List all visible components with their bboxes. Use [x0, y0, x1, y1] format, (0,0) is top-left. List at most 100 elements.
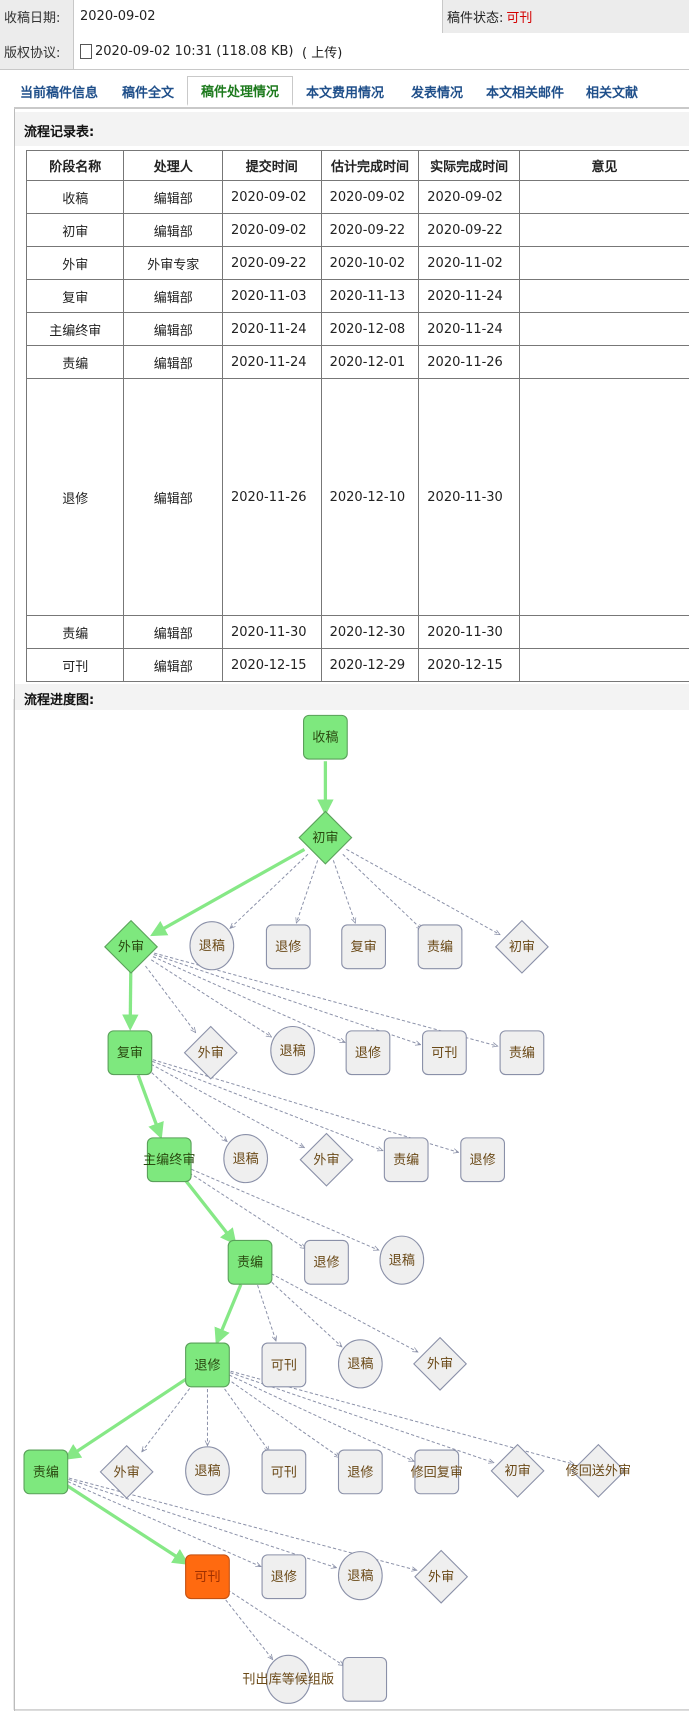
opinion-cell	[518, 615, 689, 649]
tab-full-text[interactable]: 稿件全文	[121, 86, 174, 101]
actual-cell: 2020-09-22	[418, 213, 520, 247]
col-stage: 阶段名称	[25, 150, 125, 181]
status-label: 稿件状态:	[447, 11, 504, 26]
submitted-cell: 2020-11-24	[221, 345, 322, 379]
opinion-cell	[518, 378, 689, 616]
opinion-cell	[518, 312, 689, 346]
stage-cell: 复审	[25, 279, 125, 313]
flow-node-label: 退稿	[389, 1252, 415, 1268]
flow-node-circle: 退稿	[189, 921, 235, 971]
flow-node-label: 退稿	[280, 1043, 306, 1059]
flow-node-diamond: 初审	[298, 810, 353, 865]
flow-chart-title: 流程进度图:	[24, 693, 95, 708]
tab-bar: 当前稿件信息 稿件全文 稿件处理情况 本文费用情况 发表情况 本文相关邮件 相关…	[14, 76, 689, 109]
flow-path-edge	[122, 970, 139, 1031]
flow-node-label: 退修	[271, 1569, 297, 1585]
flow-node-rect: 复审	[107, 1030, 153, 1076]
stage-cell: 退修	[25, 378, 125, 616]
copyright-file-text: 2020-09-02 10:31 (118.08 KB)	[95, 43, 294, 59]
tab-publication[interactable]: 发表情况	[410, 86, 463, 101]
actual-cell: 2020-11-26	[418, 345, 520, 379]
estimated-cell: 2020-09-22	[320, 213, 420, 247]
opinion-cell	[518, 246, 689, 280]
opinion-cell	[518, 648, 689, 682]
actual-cell: 2020-11-24	[418, 279, 520, 313]
flow-node-label: 刊出库等候组版	[242, 1671, 334, 1688]
flow-node-rect: 退修	[265, 924, 311, 970]
flow-node-label: 退稿	[347, 1568, 373, 1584]
flow-node-rect: 责编	[417, 924, 463, 970]
flow-node-label: 退修	[313, 1255, 339, 1271]
flow-node-diamond: 外审	[99, 1444, 154, 1499]
submitted-cell: 2020-11-30	[221, 615, 322, 649]
tab-fees[interactable]: 本文费用情况	[305, 86, 384, 101]
estimated-cell: 2020-12-01	[320, 345, 420, 379]
flow-option-edge	[346, 848, 500, 934]
flow-node-label: 退修	[470, 1152, 496, 1168]
submitted-cell: 2020-11-26	[221, 378, 322, 616]
received-date-value: 2020-09-02	[80, 9, 156, 24]
estimated-cell: 2020-10-02	[320, 246, 420, 280]
flow-option-edge	[221, 1384, 269, 1451]
flow-option-edge	[67, 1481, 261, 1568]
estimated-cell: 2020-09-02	[320, 180, 420, 214]
handler-cell: 编辑部	[123, 615, 223, 649]
copyright-file-link[interactable]: 2020-09-02 10:31 (118.08 KB)	[80, 33, 294, 69]
flow-node-rect: 收稿	[303, 714, 348, 760]
stage-cell: 外审	[25, 246, 125, 280]
received-date-label: 收稿日期:	[0, 0, 74, 33]
flow-node-label: 可刊	[271, 1357, 297, 1373]
flow-node-label: 外审	[198, 1045, 224, 1061]
flow-option-edge	[332, 860, 355, 923]
tab-emails[interactable]: 本文相关邮件	[485, 86, 564, 101]
flow-option-edge	[227, 1589, 344, 1666]
flow-option-edge	[229, 1374, 414, 1462]
flow-node-label: 责编	[33, 1464, 59, 1480]
flow-node-diamond: 初审	[494, 919, 549, 974]
flow-node-label: 可刊	[431, 1045, 457, 1061]
submitted-cell: 2020-09-02	[221, 180, 322, 214]
tab-processing[interactable]: 稿件处理情况	[187, 76, 293, 106]
status-value: 可刊	[506, 11, 533, 26]
handler-cell: 编辑部	[123, 345, 223, 379]
flow-node-rect: 退修	[337, 1449, 383, 1495]
upload-link[interactable]: ( 上传)	[302, 45, 343, 61]
flow-node-label: 可刊	[271, 1464, 297, 1480]
handler-cell: 编辑部	[123, 213, 223, 247]
flow-node-label: 退修	[347, 1464, 373, 1480]
flow-node-label: 收稿	[312, 730, 338, 746]
actual-cell: 2020-11-24	[418, 312, 520, 346]
estimated-cell: 2020-12-29	[320, 648, 420, 682]
flow-option-edge	[145, 965, 195, 1033]
flow-node-rect: 退修	[460, 1137, 506, 1183]
flow-node-diamond: 修回送外审	[566, 1443, 631, 1498]
flow-node-rect: 可刊	[422, 1030, 467, 1076]
flow-node-label: 外审	[427, 1356, 453, 1372]
flow-node-circle: 退稿	[337, 1339, 383, 1389]
flow-node-circle: 退稿	[270, 1025, 316, 1076]
estimated-cell: 2020-12-08	[320, 312, 420, 346]
flow-node-label: 复审	[117, 1045, 143, 1061]
flow-path-edge	[150, 847, 306, 937]
file-icon	[80, 43, 92, 59]
col-submitted: 提交时间	[221, 150, 322, 181]
flow-node-label: 退修	[275, 939, 301, 955]
stage-cell: 收稿	[25, 180, 125, 214]
tab-references[interactable]: 相关文献	[585, 86, 638, 101]
flow-option-edge	[147, 1068, 227, 1142]
flow-option-edge	[296, 860, 319, 923]
flow-node-circle: 刊出库等候组版	[242, 1654, 334, 1704]
flow-node-circle: 退稿	[223, 1134, 269, 1184]
status-cell: 稿件状态: 可刊	[442, 0, 689, 33]
flow-node-label: 退稿	[347, 1356, 373, 1372]
tab-current-info[interactable]: 当前稿件信息	[19, 86, 98, 101]
flow-option-edge	[150, 1063, 304, 1147]
actual-cell: 2020-09-02	[418, 180, 520, 214]
flow-node-rect: 可刊	[261, 1449, 307, 1495]
flow-node-rect: 可刊	[185, 1554, 230, 1600]
estimated-cell: 2020-12-10	[320, 378, 420, 616]
